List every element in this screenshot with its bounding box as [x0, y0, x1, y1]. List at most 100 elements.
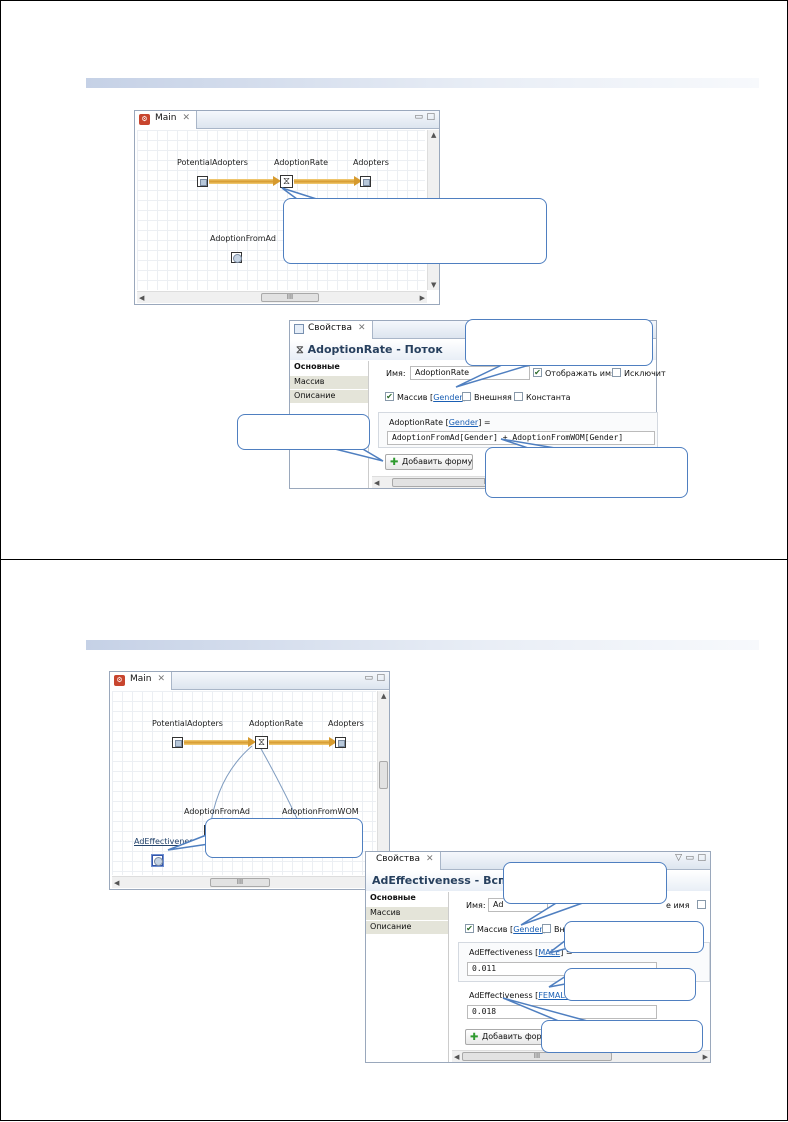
array-label: Массив [Gender] — [477, 925, 546, 934]
stock-potential-adopters[interactable] — [172, 737, 183, 748]
male-link[interactable]: MALE — [538, 948, 561, 957]
stock-potential-adopters[interactable] — [197, 176, 208, 187]
tab-main[interactable]: ⚙ Main✕ — [110, 672, 173, 690]
flow-valve-adoption-rate[interactable]: ⧖ — [255, 736, 268, 749]
window-header: ⚙ Main✕ ▭ □ — [135, 111, 439, 129]
scroll-left-icon[interactable]: ◀ — [374, 479, 380, 487]
aux-adoption-from-ad[interactable] — [231, 252, 242, 263]
scroll-left-icon[interactable]: ◀ — [114, 879, 120, 887]
maximize-icon[interactable]: □ — [376, 673, 385, 683]
tab-properties[interactable]: Свойства✕ — [290, 321, 373, 339]
sidebar-item-description[interactable]: Описание — [366, 920, 448, 934]
label-adoption-rate: AdoptionRate — [249, 719, 304, 728]
show-name-label: Отображать имя — [545, 369, 616, 378]
name-input[interactable]: AdoptionRate — [410, 366, 530, 380]
sidebar-item-description[interactable]: Описание — [290, 389, 368, 403]
external-checkbox[interactable] — [542, 924, 551, 933]
scroll-up-icon[interactable]: ▲ — [431, 131, 437, 139]
scroll-thumb[interactable]: III — [210, 878, 270, 887]
gender-link[interactable]: Gender — [448, 418, 479, 427]
formula-label-male: AdEffectiveness [MALE] = — [469, 948, 573, 957]
sidebar-item-array[interactable]: Массив — [366, 906, 448, 920]
formula-label: AdoptionRate [Gender] = — [389, 418, 491, 427]
exclude-checkbox[interactable] — [612, 368, 621, 377]
tab-properties[interactable]: Свойства✕ — [366, 852, 441, 870]
exclude-label: Исключит — [624, 369, 666, 378]
show-name-label: е имя — [666, 901, 690, 910]
stock-adopters[interactable] — [360, 176, 371, 187]
array-label: Массив [Gender] — [397, 393, 466, 402]
add-formula-button[interactable]: ✚Добавить формулу — [385, 454, 473, 470]
array-checkbox[interactable]: ✔ — [465, 924, 474, 933]
scroll-left-icon[interactable]: ◀ — [139, 294, 145, 302]
formula-section: AdoptionRate [Gender] = AdoptionFromAd[G… — [378, 412, 658, 448]
name-label: Имя: — [466, 901, 486, 910]
horizontal-scrollbar[interactable]: ◀ III ▶ — [112, 876, 377, 888]
show-name-checkbox[interactable]: ✔ — [533, 368, 542, 377]
callout-array — [503, 862, 667, 904]
external-label: Внешняя — [474, 393, 512, 402]
gender-link[interactable]: Gender — [513, 925, 543, 934]
tab-main[interactable]: ⚙ Main✕ — [135, 111, 198, 129]
horizontal-scrollbar[interactable]: ◀ III ▶ — [137, 291, 427, 303]
scroll-right-icon[interactable]: ▶ — [419, 294, 425, 302]
flow-valve-adoption-rate[interactable]: ⧖ — [280, 175, 293, 188]
gender-link[interactable]: Gender — [433, 393, 463, 402]
plus-icon: ✚ — [390, 457, 399, 468]
scroll-down-icon[interactable]: ▼ — [431, 281, 437, 289]
label-adoption-from-wom: AdoptionFromWOM — [282, 807, 359, 816]
menu-icon[interactable]: ▽ — [675, 853, 682, 863]
callout-ad-effectiveness — [205, 818, 363, 858]
constant-checkbox[interactable] — [514, 392, 523, 401]
external-checkbox[interactable] — [462, 392, 471, 401]
callout-male — [564, 921, 704, 953]
array-checkbox[interactable]: ✔ — [385, 392, 394, 401]
stock-adopters[interactable] — [335, 737, 346, 748]
add-formula-button[interactable]: ✚Добавить форму — [465, 1029, 543, 1045]
minimize-icon[interactable]: ▭ — [364, 673, 373, 683]
properties-icon — [294, 324, 304, 334]
horizontal-scrollbar[interactable]: ◀ III ▶ — [452, 1050, 710, 1062]
maximize-icon[interactable]: □ — [697, 853, 706, 863]
close-icon[interactable]: ✕ — [425, 854, 434, 864]
name-label: Имя: — [386, 369, 406, 378]
aux-ad-effectiveness[interactable] — [151, 854, 164, 867]
show-name-checkbox[interactable] — [697, 900, 706, 909]
minimize-icon[interactable]: ▭ — [685, 853, 694, 863]
formula-input-female[interactable]: 0.018 — [467, 1005, 657, 1019]
slide-header-bar — [86, 640, 759, 650]
scroll-up-icon[interactable]: ▲ — [381, 692, 387, 700]
sidebar-item-array[interactable]: Массив — [290, 375, 368, 389]
close-icon[interactable]: ✕ — [157, 674, 166, 684]
close-icon[interactable]: ✕ — [357, 323, 366, 333]
scroll-left-icon[interactable]: ◀ — [454, 1053, 460, 1061]
close-icon[interactable]: ✕ — [182, 113, 191, 123]
label-ad-effectiveness: AdEffectiveness — [134, 837, 198, 846]
scroll-thumb[interactable] — [379, 761, 388, 789]
label-adoption-from-ad: AdoptionFromAd — [210, 234, 276, 243]
callout-add-formula — [237, 414, 370, 450]
scroll-thumb[interactable]: III — [462, 1052, 612, 1061]
formula-input[interactable]: AdoptionFromAd[Gender] + AdoptionFromWOM… — [387, 431, 655, 445]
vertical-scrollbar[interactable]: ▲ ▼ — [377, 691, 389, 875]
scroll-thumb[interactable]: III — [261, 293, 319, 302]
external-label: Вн — [554, 925, 565, 934]
maximize-icon[interactable]: □ — [426, 112, 435, 122]
constant-label: Константа — [526, 393, 571, 402]
slide-2: ⚙ Main✕ ▭ □ PotentialAdopters AdoptionRa… — [0, 559, 788, 1121]
scroll-right-icon[interactable]: ▶ — [702, 1053, 708, 1061]
label-adopters: Adopters — [328, 719, 364, 728]
label-potential-adopters: PotentialAdopters — [152, 719, 223, 728]
minimize-icon[interactable]: ▭ — [414, 112, 423, 122]
model-icon: ⚙ — [139, 114, 150, 125]
flow-arrow-icon — [329, 737, 337, 747]
label-adoption-from-ad: AdoptionFromAd — [184, 807, 250, 816]
flow-pipe-right — [269, 740, 331, 745]
model-icon: ⚙ — [114, 675, 125, 686]
label-adopters: Adopters — [353, 158, 389, 167]
sidebar-item-main[interactable]: Основные — [290, 361, 368, 375]
female-link[interactable]: FEMALE — [538, 991, 570, 1000]
callout-array — [465, 319, 653, 366]
callout-female-value — [541, 1020, 703, 1053]
sidebar-item-main[interactable]: Основные — [366, 892, 448, 906]
